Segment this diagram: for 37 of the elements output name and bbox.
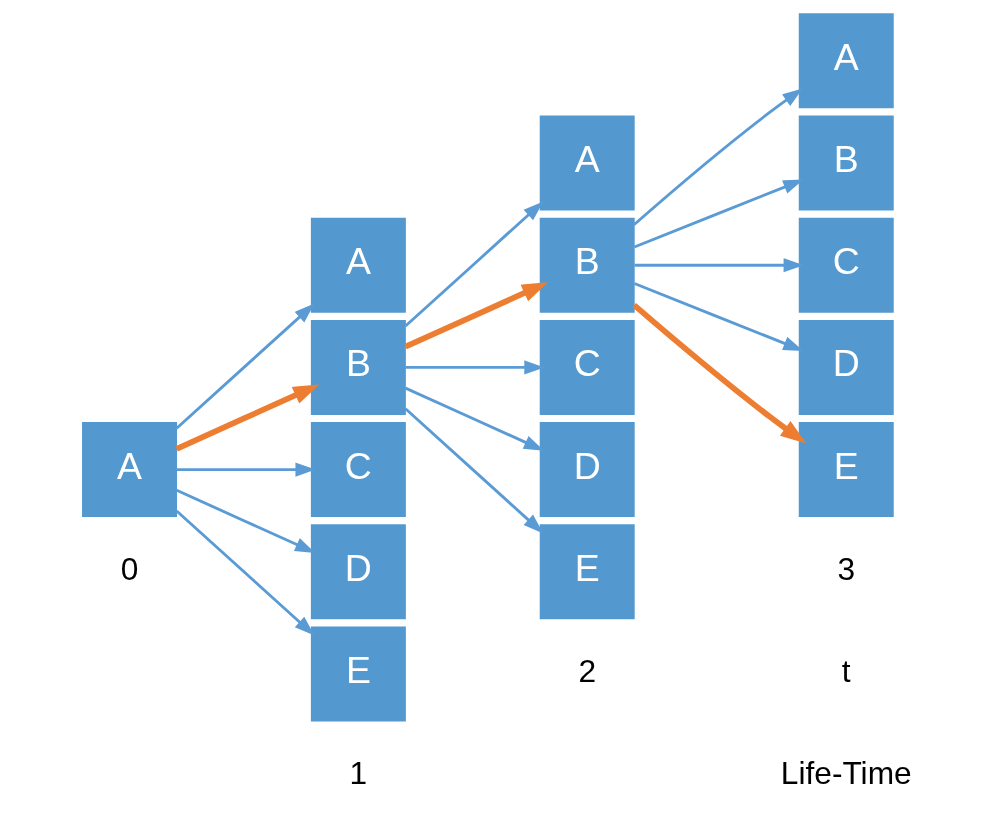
node-box: D — [310, 524, 406, 620]
arrow — [175, 303, 314, 430]
node-box: C — [539, 319, 635, 415]
node-box: A — [310, 217, 406, 313]
arrow — [404, 407, 543, 534]
arrow — [632, 88, 803, 226]
arrow — [631, 302, 806, 444]
node-box: B — [310, 319, 406, 415]
node-box: A — [539, 115, 635, 211]
label: t — [841, 653, 851, 690]
label: 2 — [577, 653, 596, 690]
arrow — [633, 258, 804, 273]
label: 3 — [836, 550, 855, 587]
node-box: B — [539, 217, 635, 313]
node-box: E — [798, 422, 894, 518]
arrow — [404, 201, 543, 328]
arrow — [403, 282, 548, 350]
arrow — [175, 384, 319, 452]
label: 0 — [120, 550, 138, 587]
node-box: A — [81, 422, 177, 518]
node-box: C — [798, 217, 894, 313]
arrow — [633, 179, 803, 249]
arrow — [405, 360, 544, 375]
arrow — [175, 488, 315, 553]
arrow — [633, 282, 803, 351]
node-box: D — [539, 422, 635, 518]
node-box: D — [798, 319, 894, 415]
label: 1 — [349, 755, 367, 792]
arrow — [176, 462, 316, 477]
node-box: E — [310, 626, 406, 722]
arrow — [404, 386, 544, 451]
node-box: B — [798, 115, 894, 211]
node-box: C — [310, 422, 406, 518]
node-box: E — [539, 524, 635, 620]
node-box: A — [798, 13, 894, 109]
label: Life-Time — [780, 755, 912, 792]
arrow — [175, 509, 314, 636]
